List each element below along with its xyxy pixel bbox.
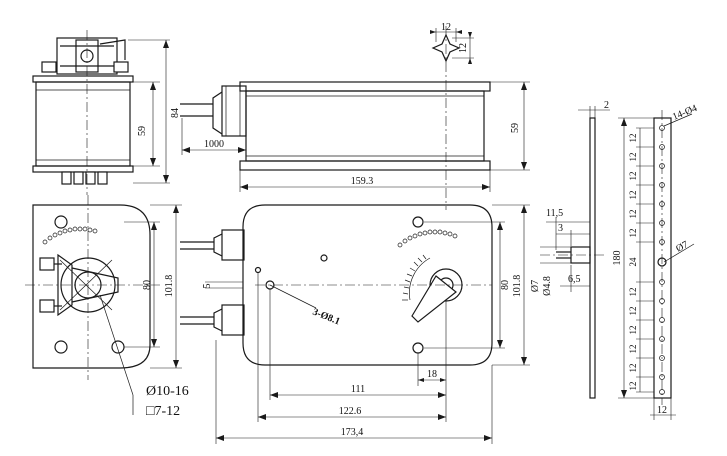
angle-scale [402,254,431,301]
pitch-label: 12 [628,134,638,143]
dim-side-59: 59 [137,126,148,136]
shaft-profile: 12 12 [430,22,474,64]
dim-front-59: 59 [510,123,521,133]
dim-front-159-3: 159.3 [351,176,374,187]
dim-pin-3: 3 [558,223,563,234]
main-view: 3-Ø8.1 5 80 101.8 18 111 [180,204,530,444]
pitch-label: 12 [628,382,638,391]
nut-lower [39,299,62,313]
dim-top-side-12: 12 [458,43,469,53]
label-shaft-round: Ø10-16 [146,384,189,399]
pitch-label: 24 [628,257,638,267]
dim-pin-o7: Ø7 [530,280,541,292]
label-strip-o7: Ø7 [674,239,690,254]
pitch-label: 12 [628,172,638,181]
dim-offset-5: 5 [202,284,213,289]
label-shaft-square: □7-12 [146,404,180,419]
dim-18: 18 [427,369,437,380]
pitch-ticks [636,127,654,393]
scale-dots-left [42,226,98,245]
side-view: 59 84 [32,30,181,195]
dim-173-4: 173,4 [341,427,364,438]
dim-pin-o4-8: Ø4.8 [542,276,553,296]
dim-122-6: 122.6 [339,406,362,417]
label-mount-holes: 3-Ø8.1 [311,307,342,328]
bracket-view: 80 101.8 Ø10-16 □7-12 [25,195,189,419]
dim-right-101-8: 101.8 [512,275,523,298]
gland-upper [180,229,245,261]
dim-gap-2: 2 [604,100,609,111]
pitch-label: 12 [628,307,638,316]
dim-side-84: 84 [170,108,181,118]
pitch-label: 12 [628,288,638,297]
label-hole-spec: 14-Ø4 [671,103,699,123]
gland-lower [180,304,245,336]
front-view: 1000 59 159.3 [180,26,530,210]
nut-upper [39,257,62,271]
pitch-label: 12 [628,229,638,238]
pitch-label: 12 [628,326,638,335]
strip-view: 12 12 12 12 12 12 24 12 12 12 12 12 12 1… [612,103,699,420]
dim-111: 111 [351,384,365,395]
dim-strip-12: 12 [657,405,667,416]
pitch-label: 12 [628,191,638,200]
dim-strip-180: 180 [612,251,623,266]
pitch-label: 12 [628,364,638,373]
dim-pin-6-5: 6,5 [568,274,581,285]
pin-detail: 2 11,5 3 Ø7 Ø4.8 6,5 [530,100,610,399]
pitch-label: 12 [628,345,638,354]
scale-dots-right [397,229,458,248]
strip-holes [657,125,667,395]
dim-cable-1000: 1000 [204,139,224,150]
pitch-labels: 12 12 12 12 12 12 24 12 12 12 12 12 12 [628,134,638,391]
dim-pin-11-5: 11,5 [546,208,563,219]
pitch-label: 12 [628,210,638,219]
dim-top-12: 12 [441,22,451,33]
dim-left-80: 80 [142,280,153,290]
dim-right-80: 80 [500,280,511,290]
dim-left-101-8: 101.8 [164,275,175,298]
pitch-label: 12 [628,153,638,162]
